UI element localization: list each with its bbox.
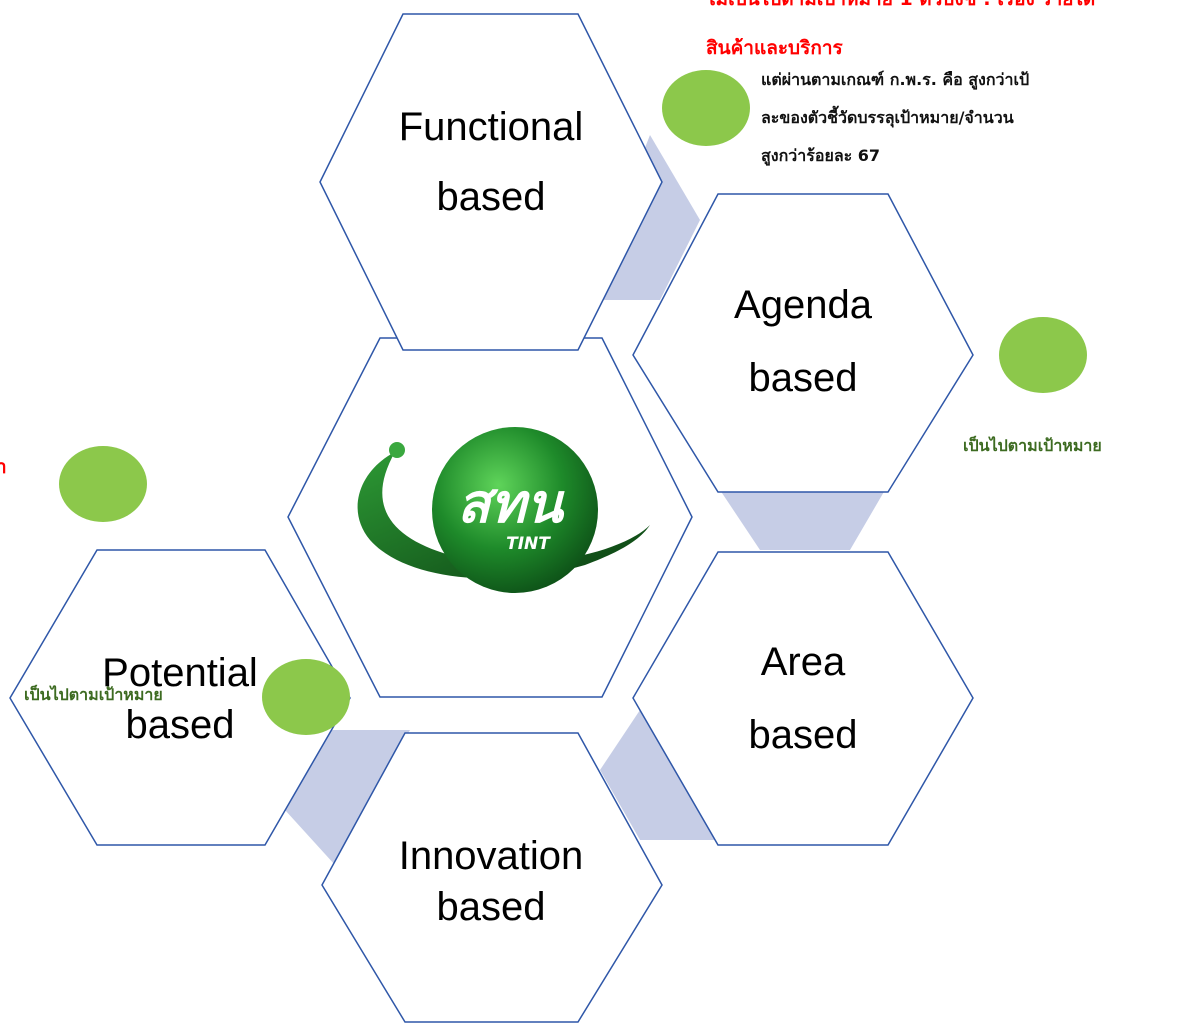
logo-orbit-dot [389,442,405,458]
hex-functional-line1: Functional [399,105,584,149]
status-dot-agenda [999,317,1087,393]
note-red-line1: ไม่เป็นไปตามเป้าหมาย 1 ตัวบ่งชี้ : เรื่อ… [706,0,1095,14]
status-dot-innovation [262,659,350,735]
left-edge-mark: า [0,456,7,478]
hex-agenda: Agenda based [632,193,974,493]
hex-agenda-line1: Agenda [734,283,873,327]
hex-area-line2: based [749,713,858,757]
hex-functional-line2: based [437,175,546,219]
hex-potential-line2: based [126,703,235,747]
tint-logo: สทน TINT [357,427,650,593]
agenda-status-text: เป็นไปตามเป้าหมาย [963,436,1102,455]
logo-orbit-ring [357,452,650,579]
hex-area: Area based [632,551,974,846]
hex-functional: Functional based [319,13,663,351]
hex-innovation: Innovation based [321,732,663,1023]
innovation-status-text: เป็นไปตามเป้าหมาย [24,685,163,704]
logo-sphere [432,427,598,593]
hex-potential: Potential based [9,549,351,846]
logo-sub-text: TINT [506,534,551,554]
hex-potential-line1: Potential [102,651,258,695]
status-dot-functional [662,70,750,146]
hex-innovation-line1: Innovation [399,834,584,878]
status-dot-potential [59,446,147,522]
hex-innovation-line2: based [437,885,546,929]
note-dark-line3: สูงกว่าร้อยละ 67 [761,146,881,165]
hex-area-line1: Area [761,640,846,684]
note-dark-line1: แต่ผ่านตามเกณฑ์ ก.พ.ร. คือ สูงกว่าเป้ [761,70,1030,89]
note-red-line2: สินค้าและบริการ [706,37,843,59]
logo-main-text: สทน [457,472,565,535]
connector-potential-innovation [285,730,410,865]
connector-agenda-area [720,490,885,550]
connector-area-innovation [600,710,720,840]
hex-agenda-line2: based [749,356,858,400]
note-dark-line2: ละของตัวชี้วัดบรรลุเป้าหมาย/จำนวน [761,108,1014,127]
